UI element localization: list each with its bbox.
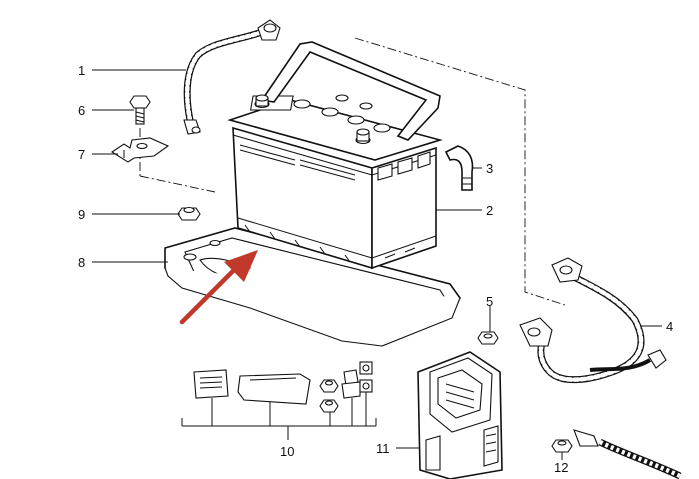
callout-12: 12 — [554, 460, 568, 475]
control-unit — [417, 351, 503, 479]
callout-1: 1 — [78, 63, 85, 78]
callout-6: 6 — [78, 103, 85, 118]
callout-8: 8 — [78, 255, 85, 270]
callout-7: 7 — [78, 147, 85, 162]
callout-4: 4 — [666, 319, 673, 334]
positive-cable — [551, 429, 682, 479]
battery-terminal-positive — [254, 94, 270, 109]
bolt — [129, 95, 151, 125]
callout-2: 2 — [486, 203, 493, 218]
tray-nut — [177, 206, 201, 221]
callout-3: 3 — [486, 161, 493, 176]
leader-lines — [92, 69, 662, 460]
callout-5: 5 — [486, 294, 493, 309]
ground-cable — [183, 19, 281, 135]
callout-9: 9 — [78, 207, 85, 222]
small-parts-set — [181, 361, 377, 440]
callout-labels: 1 2 3 4 5 6 7 8 9 10 11 12 — [78, 63, 673, 475]
battery-cable-harness — [519, 257, 667, 384]
clamp-bracket — [110, 137, 170, 163]
vent-elbow — [444, 145, 474, 191]
battery-terminal-negative — [355, 128, 371, 145]
battery-body — [227, 41, 443, 270]
hex-nut-5 — [477, 331, 499, 345]
callout-11: 11 — [376, 441, 390, 456]
callout-10: 10 — [280, 444, 294, 459]
red-indicator-arrow — [179, 250, 258, 325]
